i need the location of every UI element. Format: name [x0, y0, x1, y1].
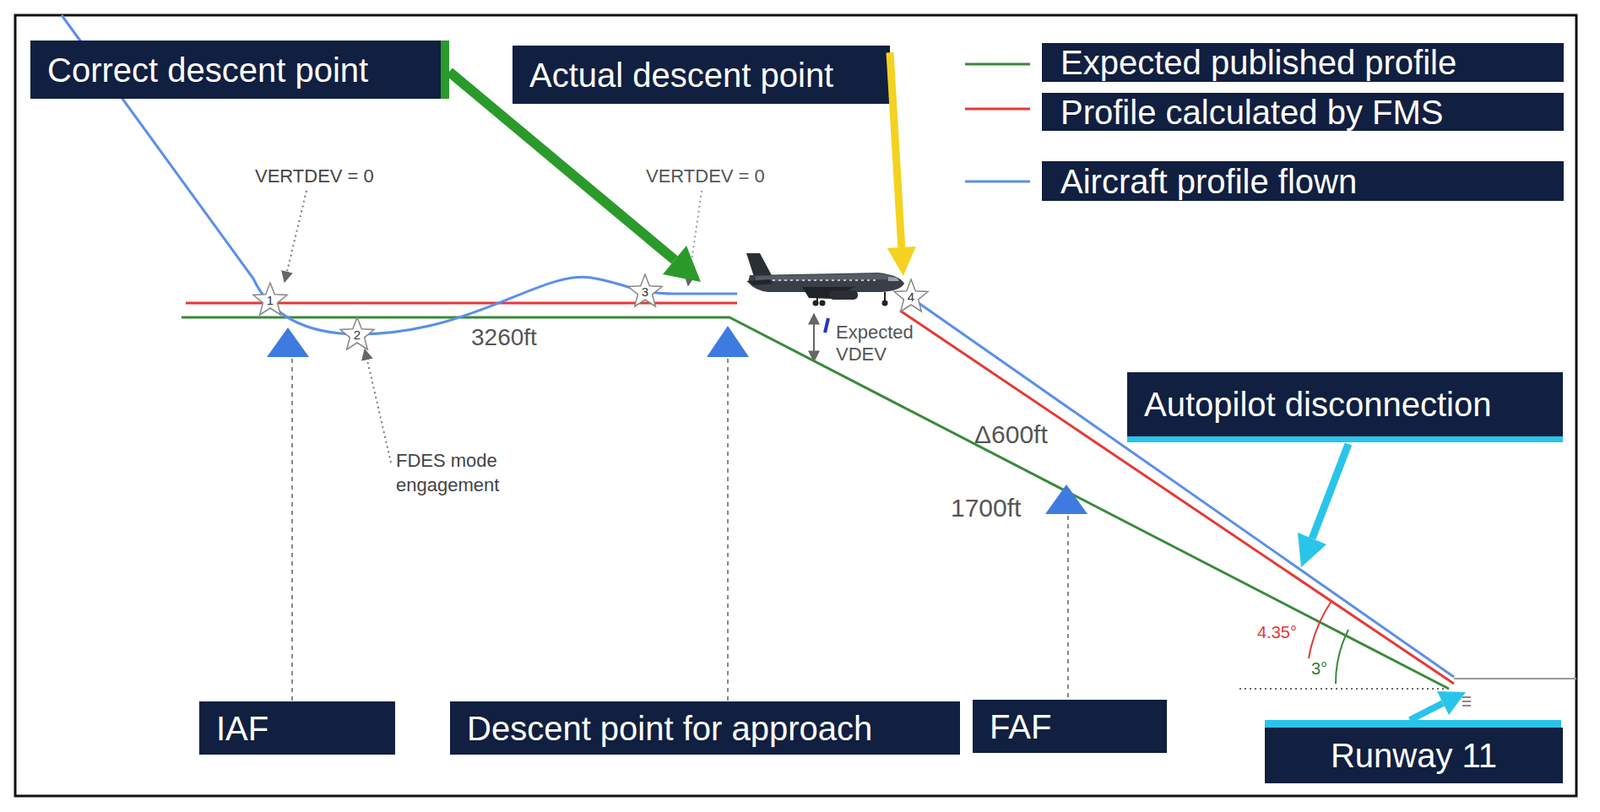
legend-line: [965, 180, 1031, 184]
box-text: Runway 11: [1330, 738, 1497, 773]
box-text: Descent point for approach: [466, 711, 873, 746]
box-text: Actual descent point: [529, 58, 834, 93]
highlight-bar: [1127, 435, 1563, 443]
arrow-shaft: [889, 52, 902, 248]
marker-star: 4: [891, 276, 931, 315]
legend-text: Profile calculated by FMS: [1060, 95, 1444, 130]
waypoint-box: FAF: [972, 699, 1167, 754]
vdev-arrow: [813, 314, 815, 362]
pointer-head: [1297, 532, 1327, 568]
cabin-windows: [772, 279, 879, 282]
callout-box: Autopilot disconnection: [1127, 372, 1563, 437]
vdev-tick: [824, 318, 829, 333]
flown-profile: [910, 297, 1454, 678]
box-text: Autopilot disconnection: [1144, 387, 1492, 422]
vdev-note: Expected VDEV: [835, 321, 933, 367]
altitude-label: 1700ft: [950, 493, 1021, 524]
mode-note: FDES mode engagement: [395, 449, 523, 498]
waypoint-triangle: [706, 325, 749, 358]
legend-line: [965, 63, 1031, 66]
legend-text: Expected published profile: [1060, 45, 1457, 80]
vertdev-note: VERTDEV = 0: [254, 165, 375, 187]
box-text: IAF: [216, 711, 269, 746]
pointer-arrow: [887, 52, 917, 277]
pointer-shaft: [1410, 703, 1443, 721]
altitude-label: 3260ft: [471, 324, 537, 352]
pointer-head: [662, 245, 701, 283]
box-text: FAF: [989, 710, 1052, 744]
wheel: [819, 300, 826, 307]
callout-box: Correct descent point: [30, 40, 450, 99]
marker-star: 2: [337, 314, 377, 353]
marker-star: 1: [250, 279, 290, 319]
tail-fin: [746, 253, 773, 277]
vertdev-note: VERTDEV = 0: [645, 165, 765, 187]
dimension-label: Δ600ft: [974, 420, 1048, 451]
landing-gear: [884, 292, 886, 302]
waypoint-box: IAF: [199, 701, 396, 755]
waypoint-triangle: [266, 327, 310, 358]
legend-entry: Aircraft profile flown: [1041, 161, 1564, 201]
waypoint-box: Descent point for approach: [450, 701, 960, 755]
callout-number: 4: [891, 276, 931, 315]
stabilizer: [746, 279, 773, 286]
airplane-backdrop: [737, 251, 908, 308]
waypoint-drop-line: [291, 358, 293, 702]
runway-mark: [1462, 700, 1471, 703]
pointer-arrow: [1297, 444, 1349, 568]
runway-box: Runway 11: [1264, 727, 1563, 784]
waypoint-drop-line: [1067, 515, 1069, 700]
angle-arc: [1335, 629, 1349, 684]
arrow-head: [887, 246, 917, 277]
ground-reference: [1239, 688, 1449, 690]
leader-line: [364, 349, 391, 463]
box-text: Correct descent point: [47, 53, 369, 87]
angle-label: 3°: [1311, 659, 1328, 679]
pointer-arrow: [1410, 691, 1466, 721]
engine: [829, 290, 858, 300]
wheel: [813, 300, 819, 307]
marker-star: 3: [625, 271, 665, 310]
landing-gear: [816, 292, 819, 302]
airplane-illustration: [737, 251, 908, 308]
pointer-shaft: [1312, 444, 1349, 539]
runway-mark: [1462, 705, 1471, 707]
cockpit-window: [888, 276, 900, 282]
angle-arc: [1308, 601, 1332, 659]
wheel: [882, 300, 889, 307]
angle-label: 4.35°: [1257, 623, 1297, 643]
runway-mark: [1462, 696, 1471, 699]
pointer-head: [1437, 691, 1466, 716]
legend-entry: Profile calculated by FMS: [1041, 92, 1564, 131]
fuselage-highlight: [755, 273, 901, 282]
legend-entry: Expected published profile: [1041, 43, 1564, 82]
runway-line: [1453, 677, 1577, 680]
callout-number: 3: [625, 271, 665, 310]
callout-box: Actual descent point: [512, 45, 890, 104]
waypoint-drop-line: [726, 358, 729, 702]
legend-line: [965, 108, 1031, 111]
waypoint-triangle: [1045, 484, 1088, 515]
frame-border: [15, 15, 1577, 797]
callout-number: 1: [250, 279, 290, 319]
fms-profile: [900, 310, 1454, 684]
callout-number: 2: [337, 314, 377, 353]
legend-text: Aircraft profile flown: [1060, 164, 1357, 199]
leader-line: [284, 190, 307, 283]
